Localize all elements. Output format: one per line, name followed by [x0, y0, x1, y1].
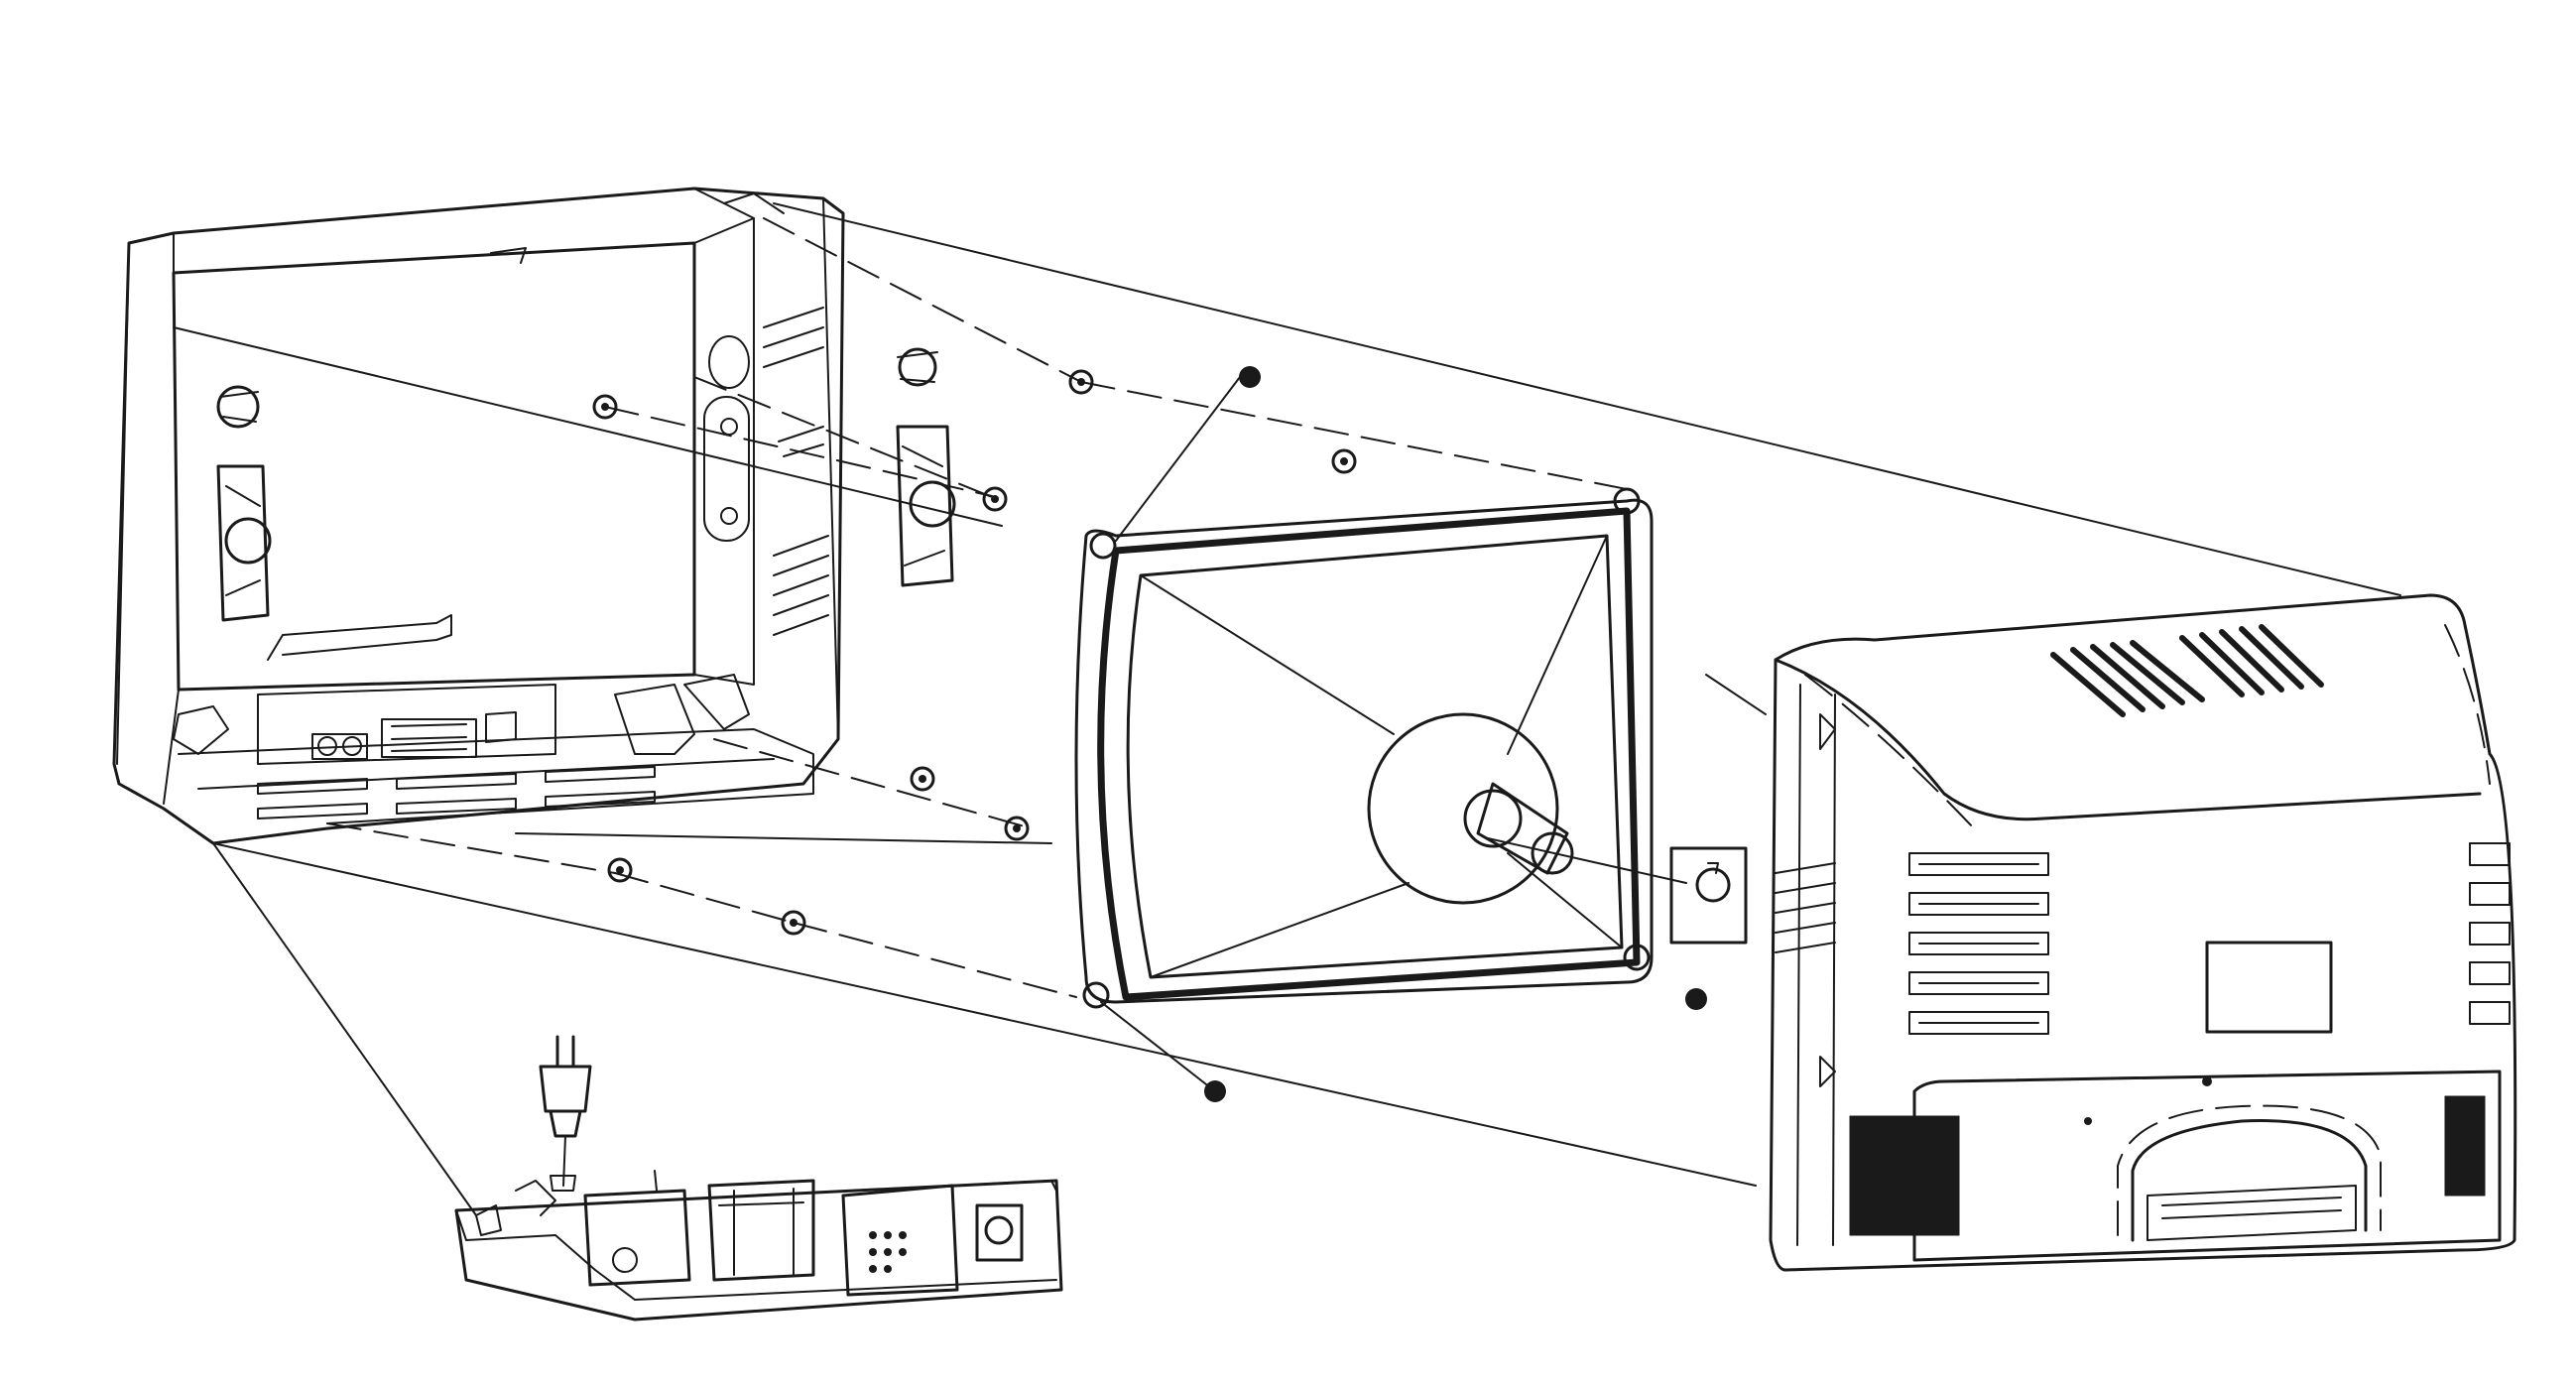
screw-path-lines [326, 217, 1638, 998]
side-vents-right [2469, 842, 2511, 1025]
speaker-left [216, 385, 272, 622]
power-plug [539, 1035, 592, 1192]
grill-left [1849, 1115, 1960, 1236]
side-vents-left [1908, 852, 2049, 1035]
label-plate [2205, 941, 2333, 1034]
assembly-guide-lines [173, 202, 2401, 1216]
anode-cap [1669, 846, 1748, 945]
picture-tube [1074, 487, 1654, 1009]
main-chassis [454, 1170, 1063, 1322]
back-cover [1769, 593, 2517, 1272]
grill-right [2444, 1095, 2486, 1197]
top-vents [2050, 624, 2324, 717]
speaker-right [896, 347, 956, 587]
mounting-screws [592, 366, 1707, 1102]
front-cabinet [112, 187, 845, 845]
